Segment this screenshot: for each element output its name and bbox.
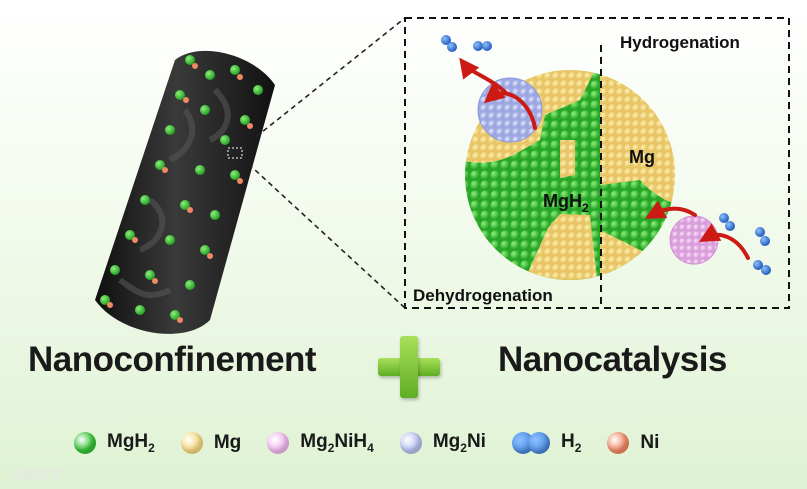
dehydrogenation-label: Dehydrogenation — [413, 286, 553, 305]
h2-legend-icon — [512, 432, 550, 454]
legend-label: H2 — [561, 431, 581, 455]
legend-label: Mg2NiH4 — [300, 431, 374, 455]
legend-item: Mg2NiH4 — [267, 431, 374, 455]
hydrogenation-label: Hydrogenation — [620, 33, 740, 52]
legend-swatch-icon — [74, 432, 96, 454]
legend-item: H2 — [512, 431, 581, 455]
legend-label: Ni — [640, 432, 659, 454]
legend: MgH2 Mg Mg2NiH4 Mg2Ni H2 Ni — [74, 426, 685, 460]
mg2nih4-cluster — [670, 216, 718, 264]
plus-icon — [378, 336, 440, 398]
mg-label: Mg — [629, 147, 655, 167]
legend-label: MgH2 — [107, 431, 155, 455]
legend-item: Ni — [607, 432, 659, 454]
legend-swatch-icon — [181, 432, 203, 454]
legend-swatch-icon — [400, 432, 422, 454]
mg2ni-cluster — [478, 78, 542, 142]
legend-swatch-icon — [267, 432, 289, 454]
nanoconfinement-title: Nanoconfinement — [28, 340, 316, 380]
legend-item: MgH2 — [74, 431, 155, 455]
carbon-nanotube — [95, 51, 275, 334]
legend-swatch-icon — [607, 432, 629, 454]
legend-label: Mg — [214, 432, 241, 454]
watermark: 大数跨境 — [10, 464, 62, 483]
legend-item: Mg — [181, 432, 241, 454]
nanocatalysis-title: Nanocatalysis — [498, 340, 727, 380]
legend-item: Mg2Ni — [400, 431, 486, 455]
legend-label: Mg2Ni — [433, 431, 486, 455]
